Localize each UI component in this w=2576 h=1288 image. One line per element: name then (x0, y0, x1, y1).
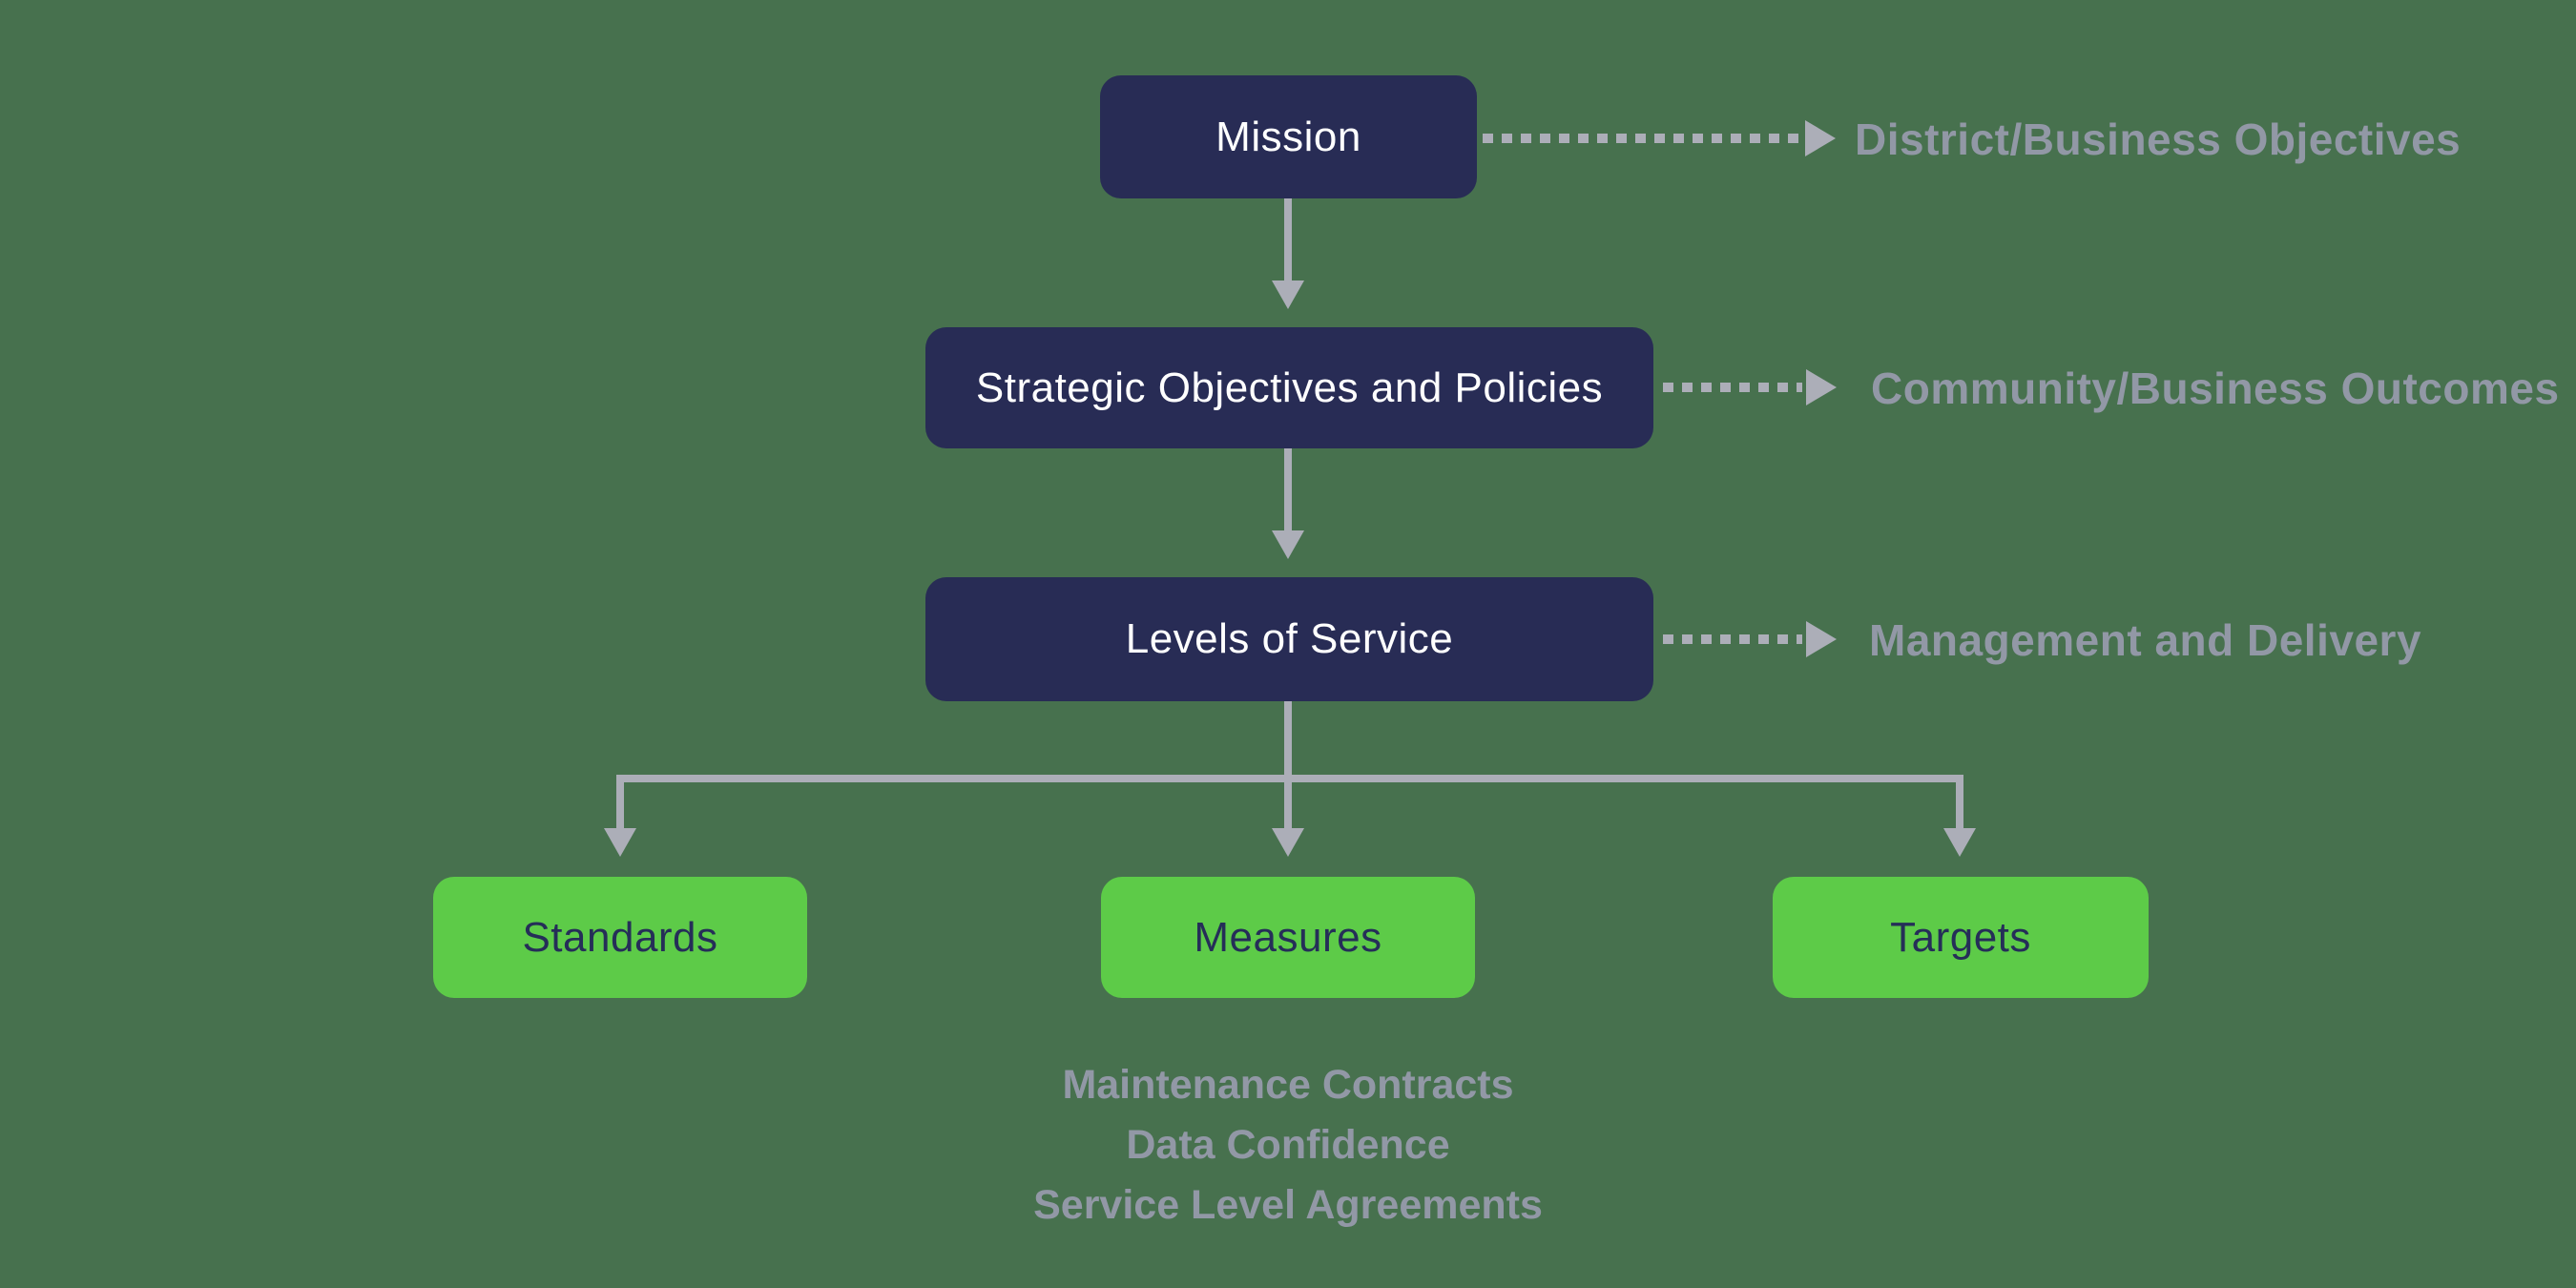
arrow-down-icon (1272, 530, 1304, 559)
branch-stem-line (1284, 701, 1292, 775)
arrow-down-icon (1943, 828, 1976, 857)
flow-node-targets-label: Targets (1890, 913, 2031, 961)
flow-node-targets: Targets (1773, 877, 2149, 998)
flow-node-standards: Standards (433, 877, 807, 998)
measures-note-line: Maintenance Contracts (1062, 1062, 1514, 1108)
measures-notes: Maintenance Contracts Data Confidence Se… (1033, 1055, 1543, 1236)
measures-note-line: Data Confidence (1126, 1122, 1450, 1168)
branch-line-measures (1284, 775, 1292, 828)
arrow-down-icon (604, 828, 636, 857)
flow-node-strategic-objectives-label: Strategic Objectives and Policies (975, 364, 1604, 411)
flow-node-strategic-objectives: Strategic Objectives and Policies (925, 327, 1653, 448)
branch-line-standards (616, 775, 624, 828)
annotation-strategic: Community/Business Outcomes (1871, 363, 2560, 413)
measures-note-line: Service Level Agreements (1033, 1182, 1543, 1228)
arrow-right-icon (1806, 621, 1837, 657)
flow-node-mission-label: Mission (1215, 113, 1361, 160)
flow-node-measures: Measures (1101, 877, 1475, 998)
dashed-line (1663, 634, 1802, 644)
arrow-down-icon (1272, 280, 1304, 309)
arrow-right-icon (1805, 120, 1836, 156)
flow-node-measures-label: Measures (1194, 913, 1382, 961)
flow-node-levels-of-service-label: Levels of Service (1125, 615, 1454, 662)
annotation-levels: Management and Delivery (1869, 614, 2422, 665)
annotation-mission: District/Business Objectives (1855, 114, 2462, 164)
arrow-line (1284, 448, 1292, 530)
flow-node-mission: Mission (1100, 75, 1477, 198)
branch-line-targets (1956, 775, 1963, 828)
dashed-line (1483, 134, 1805, 143)
dashed-line (1663, 383, 1802, 392)
arrow-right-icon (1806, 369, 1837, 405)
flow-node-standards-label: Standards (522, 913, 718, 961)
arrow-line (1284, 198, 1292, 280)
arrow-down-icon (1272, 828, 1304, 857)
flow-node-levels-of-service: Levels of Service (925, 577, 1653, 701)
